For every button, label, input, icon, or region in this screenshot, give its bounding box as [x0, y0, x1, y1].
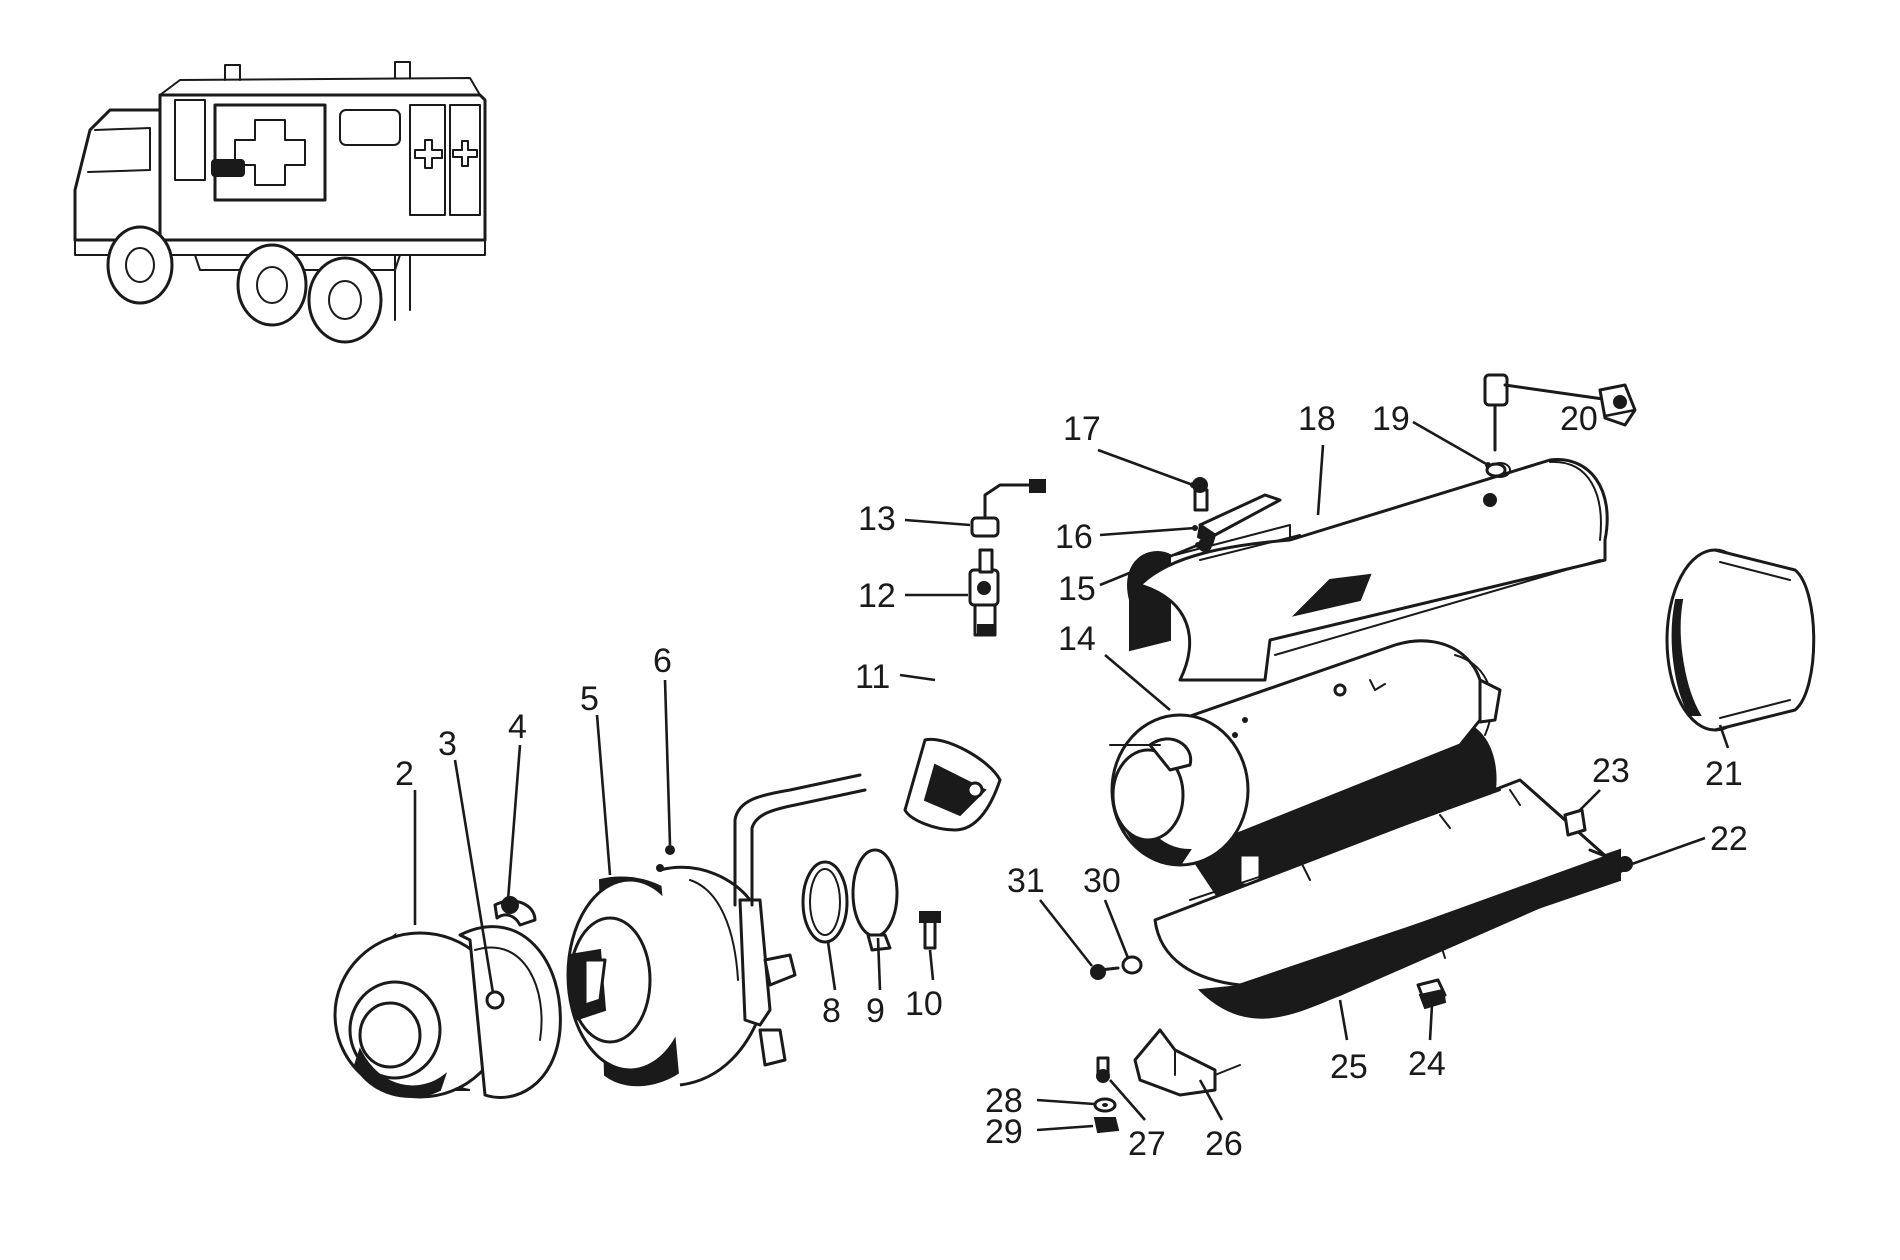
callout-3: 3	[438, 725, 457, 763]
callout-4: 4	[508, 708, 527, 746]
part-10-screw	[919, 911, 941, 950]
callout-12: 12	[858, 577, 896, 615]
part-9-band-clamp	[851, 848, 899, 952]
callout-8: 8	[822, 992, 841, 1030]
part-17-screw	[1192, 477, 1209, 512]
callout-15: 15	[1058, 570, 1096, 608]
callout-28: 28	[985, 1082, 1023, 1120]
callout-17: 17	[1063, 410, 1101, 448]
callout-18: 18	[1298, 400, 1336, 438]
part-26-bracket	[1133, 1028, 1241, 1097]
callout-11: 11	[855, 658, 890, 696]
part-27-bolt	[1096, 1056, 1110, 1083]
callout-22: 22	[1710, 820, 1748, 858]
callout-29: 29	[985, 1113, 1023, 1151]
callout-16: 16	[1055, 518, 1093, 556]
part-4-clamp	[493, 896, 537, 927]
part-25-lower-shroud	[1153, 778, 1627, 1019]
callout-26: 26	[1205, 1125, 1243, 1163]
part-19-grommet	[1485, 462, 1507, 478]
part-29-nut	[1093, 1117, 1120, 1134]
callout-6: 6	[653, 642, 672, 680]
callout-21: 21	[1705, 755, 1743, 793]
part-21-end-cap	[1665, 548, 1816, 732]
vehicle-thumbnail-illustration	[73, 61, 487, 344]
part-23-clip	[1563, 808, 1587, 837]
callout-14: 14	[1058, 620, 1096, 658]
callout-23: 23	[1592, 752, 1630, 790]
callout-30: 30	[1083, 862, 1121, 900]
callout-24: 24	[1408, 1045, 1446, 1083]
callout-5: 5	[580, 680, 599, 718]
part-31-screw	[1090, 964, 1120, 980]
callout-25: 25	[1330, 1048, 1368, 1086]
part-8-seal-ring	[801, 860, 849, 944]
leader-endpoints	[1190, 462, 1491, 548]
part-11-gasket	[903, 737, 1002, 832]
callout-labels: 2 3 4 5 6 8 9 10 11 12 13 14 15 16 17 18…	[395, 400, 1748, 1163]
callout-19: 19	[1372, 400, 1410, 438]
part-28-washer	[1093, 1097, 1117, 1113]
middle-wheel-icon	[236, 243, 308, 327]
part-12-sensor	[968, 548, 1000, 637]
part-3-housing	[458, 925, 562, 1099]
callout-2: 2	[395, 755, 414, 793]
part-30-washer	[1121, 955, 1143, 975]
part-20-switch-lever	[1483, 373, 1637, 452]
callout-27: 27	[1128, 1125, 1166, 1163]
part-24-nut	[1416, 978, 1447, 1010]
callout-13: 13	[858, 500, 896, 538]
callout-20: 20	[1560, 400, 1598, 438]
part-13-nozzle	[970, 479, 1046, 538]
callout-9: 9	[866, 992, 885, 1030]
part-5-heater-unit	[566, 773, 867, 1087]
part-14-combustion-chamber	[1109, 639, 1502, 902]
callout-10: 10	[905, 985, 943, 1023]
callout-31: 31	[1007, 862, 1045, 900]
leader-lines	[413, 408, 1730, 1132]
part-18-top-shroud	[1127, 458, 1609, 682]
front-wheel-icon	[106, 225, 174, 305]
rear-wheel-icon	[307, 256, 383, 344]
